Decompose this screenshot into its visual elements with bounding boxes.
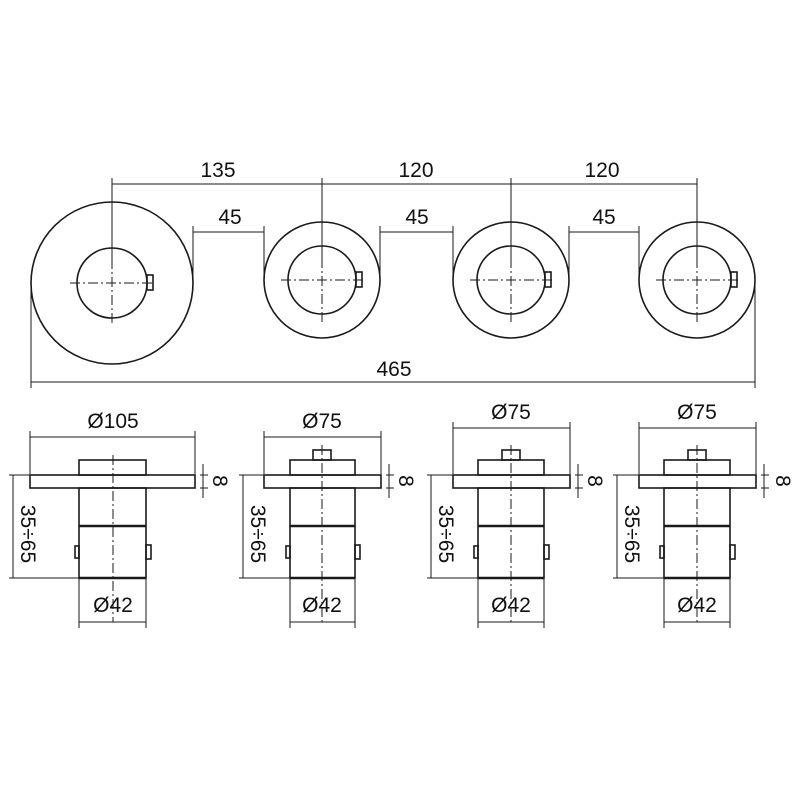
body-diameter-label: Ø42 <box>677 594 717 617</box>
spacing-label-3: 120 <box>584 159 619 182</box>
depth-label: 35÷65 <box>434 505 457 563</box>
gap-label-1: 45 <box>218 206 241 229</box>
depth-label: 35÷65 <box>620 505 643 563</box>
plate-diameter-label: Ø75 <box>677 401 717 424</box>
side-view-3: Ø75 8 35÷65 Ø42 <box>427 401 606 628</box>
thickness-label: 8 <box>583 475 606 487</box>
side-nub <box>473 545 479 559</box>
gap-dimensions: 45 45 45 <box>192 206 640 283</box>
side-view-2: Ø75 8 35÷65 Ø42 <box>239 410 417 628</box>
side-view-4: Ø75 8 35÷65 Ø42 <box>613 401 794 628</box>
side-tab <box>145 544 152 560</box>
plate-diameter-label: Ø105 <box>87 410 138 433</box>
side-view-1: Ø105 8 35÷65 Ø42 <box>9 410 231 628</box>
gap-label-2: 45 <box>405 206 428 229</box>
center-spacing-dimensions: 135 120 120 <box>111 159 698 262</box>
plate-diameter-label: Ø75 <box>302 410 342 433</box>
body-diameter-label: Ø42 <box>93 594 133 617</box>
side-tab <box>543 544 550 560</box>
side-nub <box>74 545 80 559</box>
spacing-label-1: 135 <box>200 159 235 182</box>
body-diameter-label: Ø42 <box>491 594 531 617</box>
side-views: Ø105 8 35÷65 Ø42 <box>9 401 794 628</box>
body-diameter-label: Ø42 <box>302 594 342 617</box>
thickness-label: 8 <box>208 475 231 487</box>
side-nub <box>285 545 291 559</box>
side-tab <box>354 544 361 560</box>
top-view: 135 120 120 45 45 45 465 <box>30 159 756 388</box>
spacing-label-2: 120 <box>398 159 433 182</box>
side-nub <box>659 545 665 559</box>
depth-label: 35÷65 <box>16 505 39 563</box>
overall-dimension: 465 <box>30 280 756 388</box>
plate-diameter-label: Ø75 <box>491 401 531 424</box>
side-tab <box>729 544 736 560</box>
depth-label: 35÷65 <box>246 505 269 563</box>
thickness-label: 8 <box>771 475 794 487</box>
gap-label-3: 45 <box>592 206 615 229</box>
thickness-label: 8 <box>394 475 417 487</box>
overall-label: 465 <box>376 358 411 381</box>
